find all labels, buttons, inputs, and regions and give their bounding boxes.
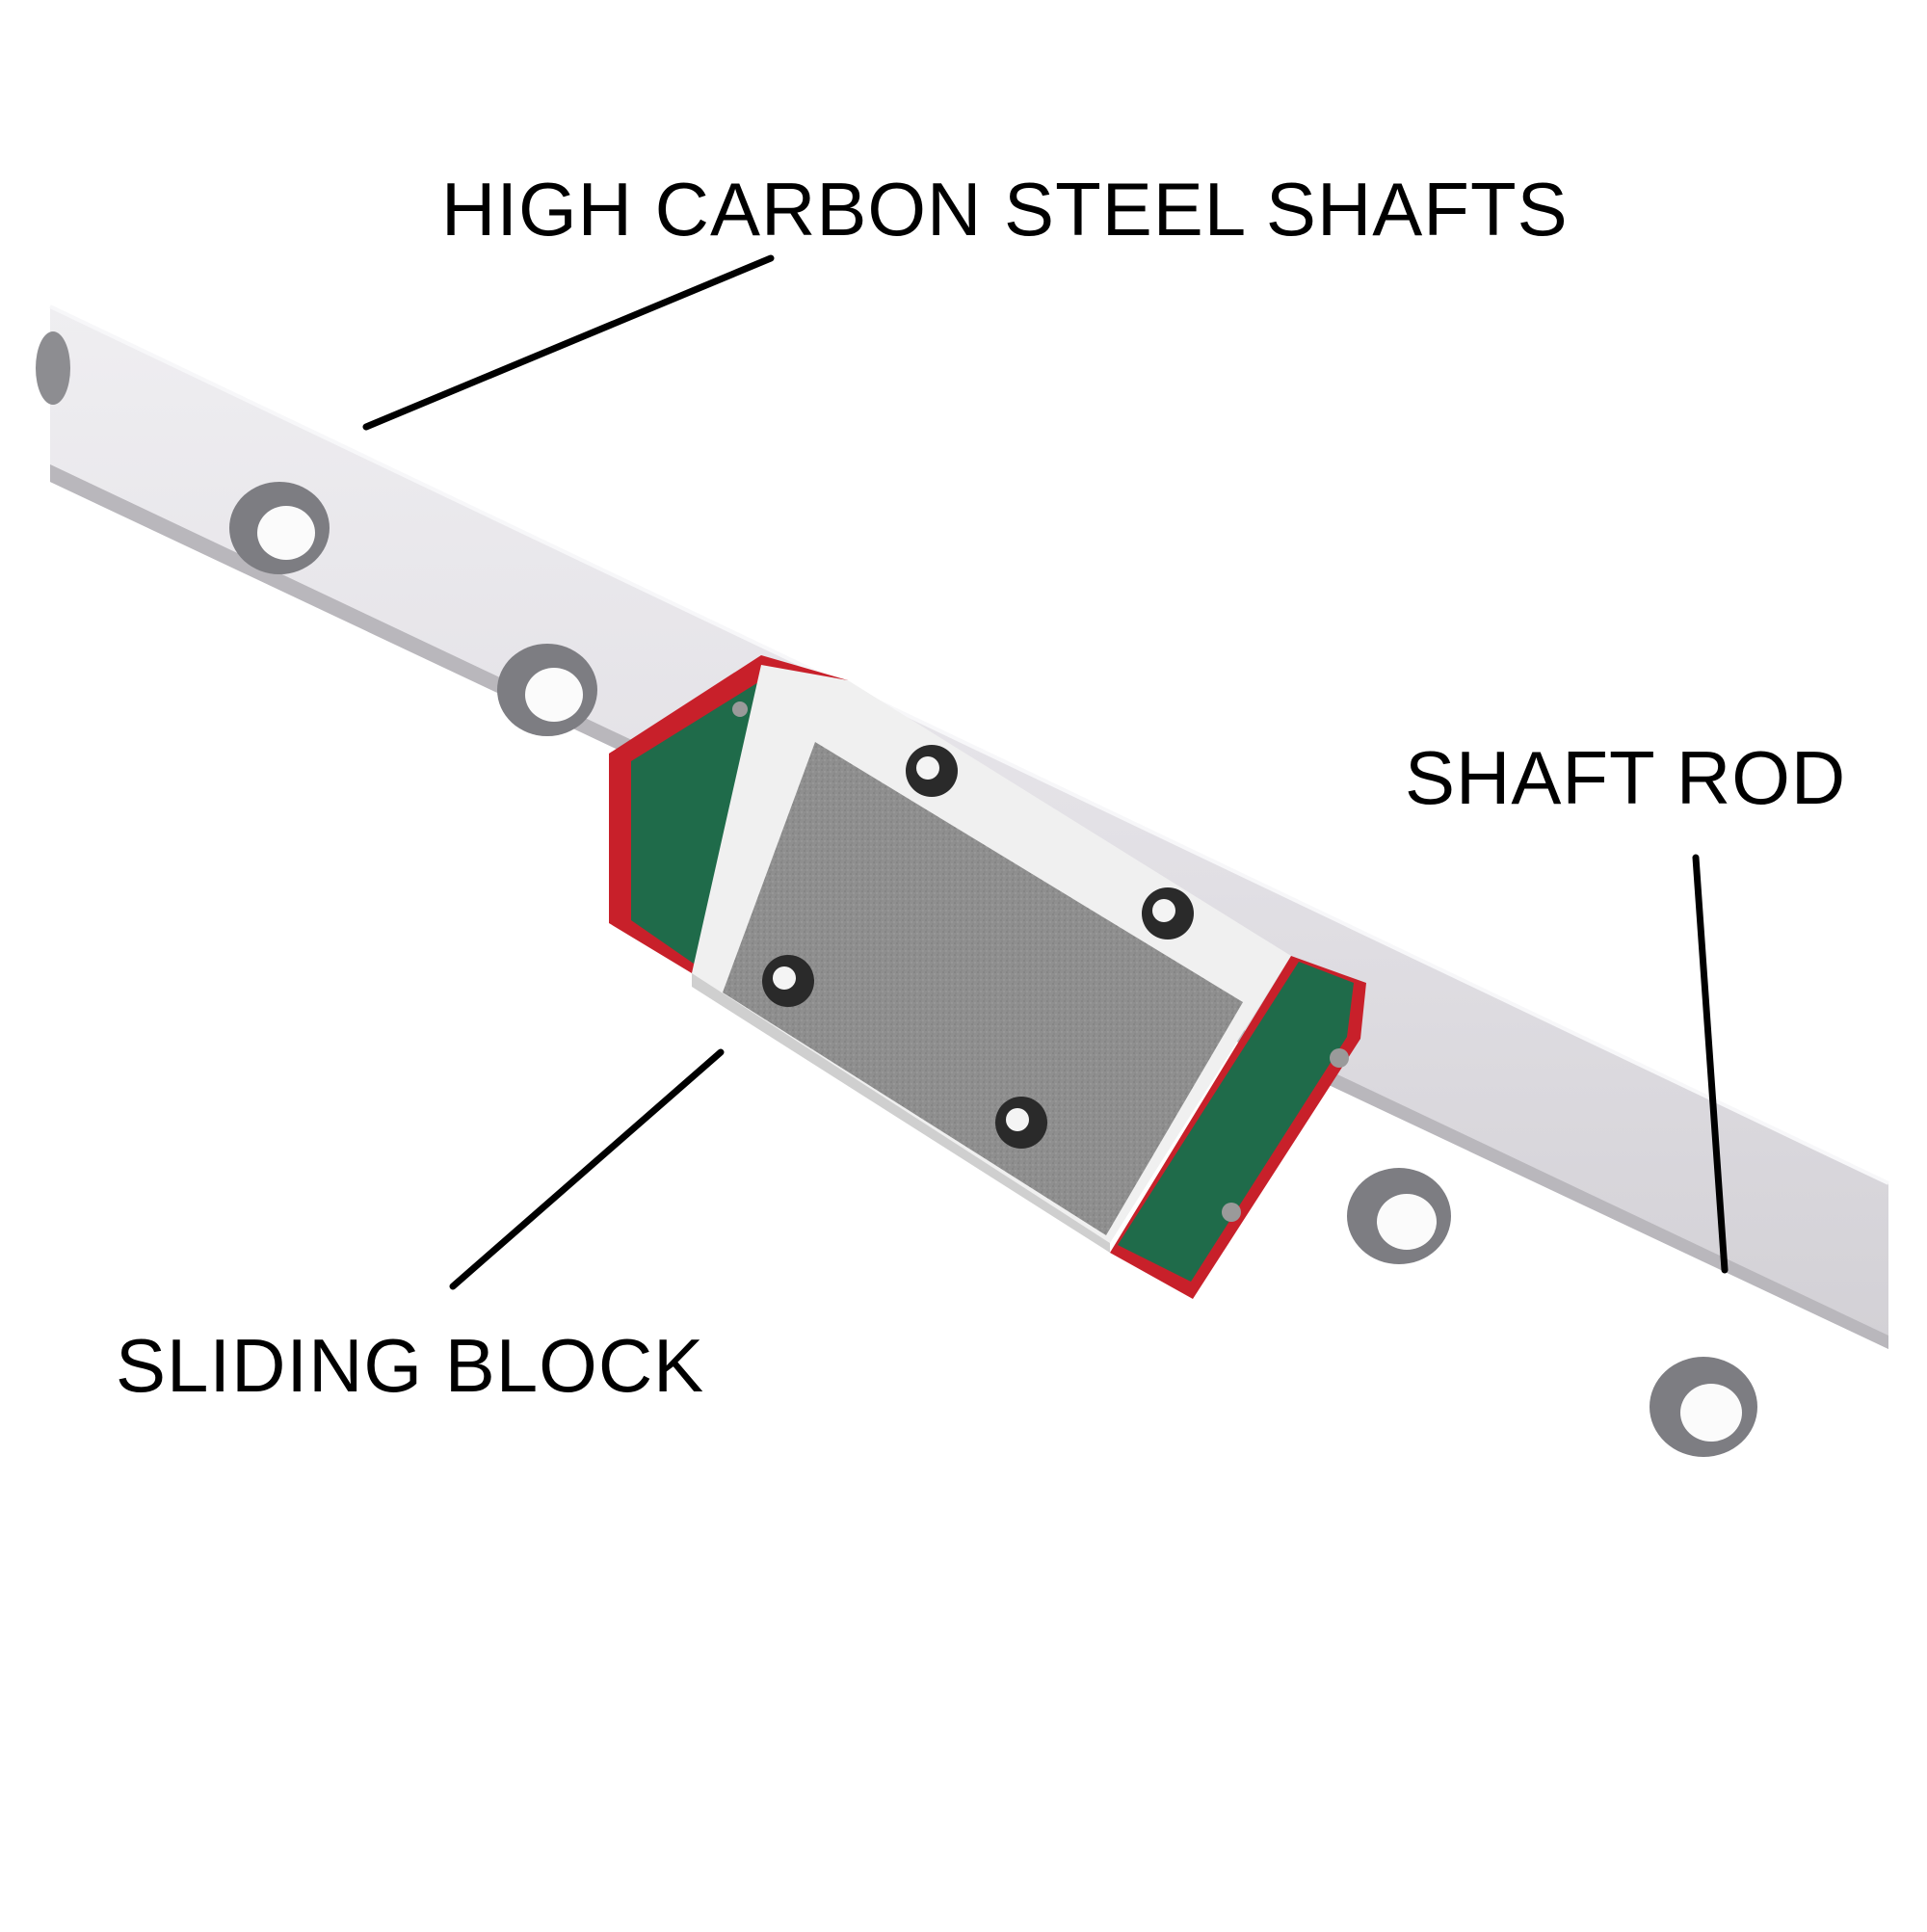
- label-shaft-rod: SHAFT ROD: [1405, 735, 1847, 820]
- rail-mounting-holes: [36, 331, 1757, 1457]
- callout-line-shafts: [362, 254, 775, 431]
- rail-hole: [229, 482, 330, 574]
- callout-line-block: [449, 1048, 725, 1290]
- label-sliding-block: SLIDING BLOCK: [116, 1323, 705, 1408]
- rail-hole: [1650, 1357, 1757, 1457]
- sliding-block: [609, 655, 1366, 1299]
- rail-hole: [36, 331, 70, 405]
- rail-hole: [1347, 1168, 1451, 1264]
- callout-line-rod: [1692, 854, 1729, 1274]
- callout-lines: [362, 254, 1729, 1290]
- carriage-insert: [723, 742, 1243, 1235]
- carriage-bolt-holes: [762, 745, 1194, 1149]
- rail-hole: [497, 644, 597, 736]
- label-high-carbon-steel-shafts: HIGH CARBON STEEL SHAFTS: [441, 167, 1569, 251]
- right-end-cap: [1110, 956, 1366, 1299]
